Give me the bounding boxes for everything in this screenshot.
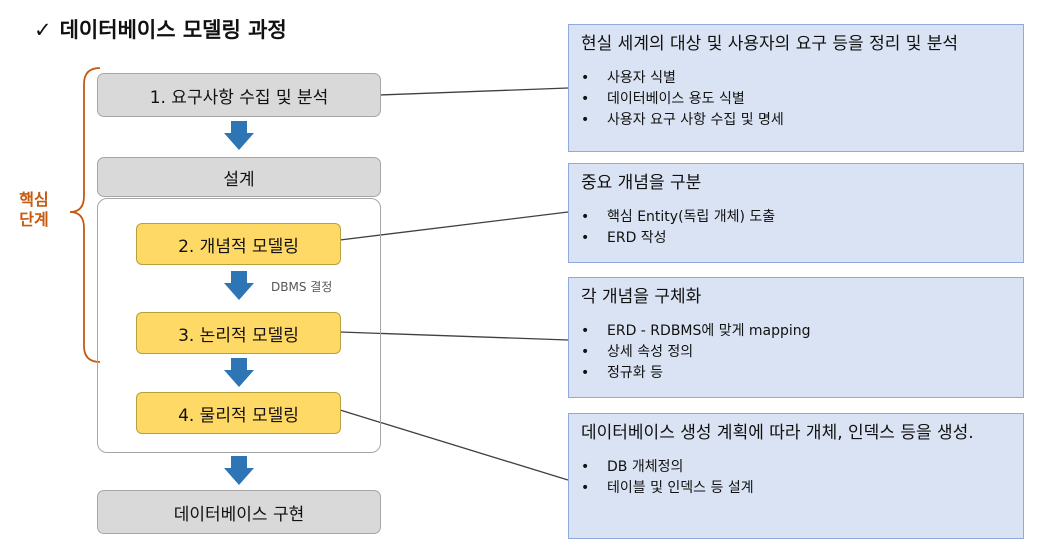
- connector-line-2: [339, 211, 569, 241]
- desc-list: 사용자 식별 데이터베이스 용도 식별 사용자 요구 사항 수집 및 명세: [581, 68, 1011, 131]
- desc-heading: 데이터베이스 생성 계획에 따라 개체, 인덱스 등을 생성.: [581, 423, 974, 443]
- down-arrow-3: [224, 358, 254, 387]
- desc-item: 핵심 Entity(독립 개체) 도출: [581, 207, 1011, 228]
- connector-line-3: [339, 331, 569, 341]
- page-title-text: 데이터베이스 모델링 과정: [59, 18, 287, 42]
- down-arrow-2: [224, 271, 254, 300]
- desc-box-physical: 데이터베이스 생성 계획에 따라 개체, 인덱스 등을 생성. DB 개체정의 …: [568, 413, 1024, 539]
- page-title: ✓ 데이터베이스 모델링 과정: [34, 14, 287, 44]
- desc-item: ERD 작성: [581, 228, 1011, 249]
- connector-line-4: [339, 409, 569, 481]
- core-label-line1: 핵심: [19, 190, 49, 209]
- desc-item: 테이블 및 인덱스 등 설계: [581, 478, 1011, 499]
- desc-heading: 각 개념을 구체화: [581, 287, 702, 307]
- design-group-outline: [97, 198, 381, 453]
- desc-item: ERD - RDBMS에 맞게 mapping: [581, 321, 1011, 342]
- step-physical: 4. 물리적 모델링: [136, 392, 341, 434]
- desc-item: 사용자 식별: [581, 68, 1011, 89]
- desc-list: DB 개체정의 테이블 및 인덱스 등 설계: [581, 457, 1011, 499]
- core-brace: [69, 67, 101, 363]
- desc-heading: 중요 개념을 구분: [581, 173, 702, 193]
- check-icon: ✓: [34, 18, 52, 42]
- connector-line-1: [379, 87, 569, 96]
- step-logical: 3. 논리적 모델링: [136, 312, 341, 354]
- desc-heading: 현실 세계의 대상 및 사용자의 요구 등을 정리 및 분석: [581, 34, 959, 54]
- desc-item: 사용자 요구 사항 수집 및 명세: [581, 110, 1011, 131]
- desc-box-requirements: 현실 세계의 대상 및 사용자의 요구 등을 정리 및 분석 사용자 식별 데이…: [568, 24, 1024, 152]
- desc-list: ERD - RDBMS에 맞게 mapping 상세 속성 정의 정규화 등: [581, 321, 1011, 384]
- core-stage-label: 핵심 단계: [12, 190, 56, 230]
- desc-item: 상세 속성 정의: [581, 342, 1011, 363]
- step-conceptual: 2. 개념적 모델링: [136, 223, 341, 265]
- desc-box-logical: 각 개념을 구체화 ERD - RDBMS에 맞게 mapping 상세 속성 …: [568, 277, 1024, 398]
- dbms-decision-note: DBMS 결정: [271, 280, 333, 294]
- step-requirements: 1. 요구사항 수집 및 분석: [97, 73, 381, 117]
- desc-item: 데이터베이스 용도 식별: [581, 89, 1011, 110]
- desc-item: DB 개체정의: [581, 457, 1011, 478]
- desc-box-conceptual: 중요 개념을 구분 핵심 Entity(독립 개체) 도출 ERD 작성: [568, 163, 1024, 263]
- desc-item: 정규화 등: [581, 363, 1011, 384]
- step-design: 설계: [97, 157, 381, 197]
- desc-list: 핵심 Entity(독립 개체) 도출 ERD 작성: [581, 207, 1011, 249]
- step-implementation: 데이터베이스 구현: [97, 490, 381, 534]
- down-arrow-4: [224, 456, 254, 485]
- core-label-line2: 단계: [19, 210, 49, 229]
- down-arrow-1: [224, 121, 254, 150]
